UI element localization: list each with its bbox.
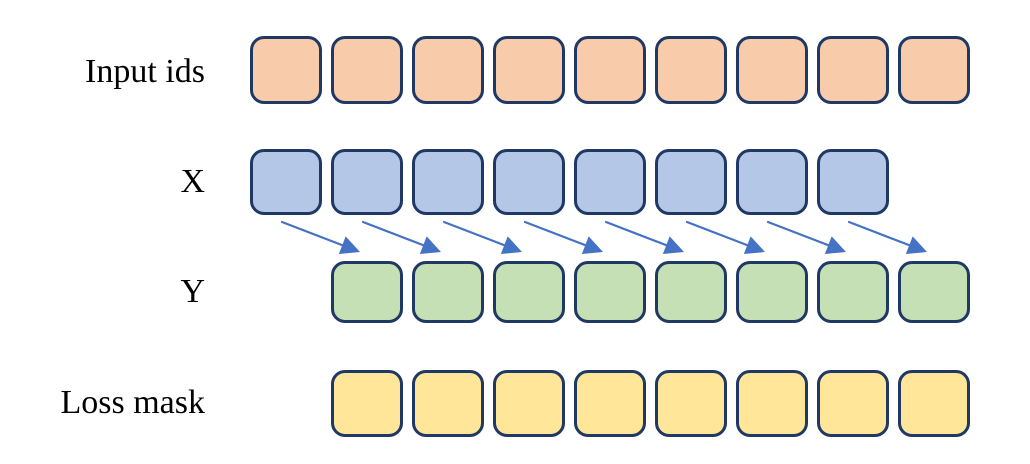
cell-y-2 [493,261,565,323]
cell-y-5 [736,261,808,323]
cell-loss-mask-3 [574,370,646,437]
shift-arrow-1 [361,220,441,255]
cell-x-5 [655,149,727,215]
cell-input-ids-4 [574,36,646,104]
cell-y-0 [331,261,403,323]
cell-loss-mask-1 [412,370,484,437]
cell-y-1 [412,261,484,323]
cell-loss-mask-0 [331,370,403,437]
cell-loss-mask-6 [817,370,889,437]
cell-x-0 [250,149,322,215]
shift-arrow-4 [604,220,684,255]
cell-input-ids-8 [898,36,970,104]
row-label-input-ids: Input ids [85,53,205,90]
cell-input-ids-3 [493,36,565,104]
row-label-x: X [180,163,205,200]
cell-x-4 [574,149,646,215]
cell-loss-mask-5 [736,370,808,437]
cell-y-4 [655,261,727,323]
shift-arrow-6 [766,220,846,255]
cell-loss-mask-7 [898,370,970,437]
cell-x-1 [331,149,403,215]
cell-input-ids-5 [655,36,727,104]
cell-x-7 [817,149,889,215]
cell-input-ids-1 [331,36,403,104]
cell-loss-mask-4 [655,370,727,437]
cell-input-ids-2 [412,36,484,104]
row-label-loss-mask: Loss mask [60,384,206,421]
cell-loss-mask-2 [493,370,565,437]
cell-x-2 [412,149,484,215]
cell-x-3 [493,149,565,215]
shift-arrow-0 [280,220,360,255]
shift-arrow-5 [685,220,765,255]
cell-input-ids-7 [817,36,889,104]
shift-arrow-3 [523,220,603,255]
cell-x-6 [736,149,808,215]
cell-y-3 [574,261,646,323]
cell-input-ids-6 [736,36,808,104]
shift-arrow-7 [847,220,927,255]
shift-arrow-2 [442,220,522,255]
cell-input-ids-0 [250,36,322,104]
row-label-y: Y [180,273,205,310]
cell-y-6 [817,261,889,323]
cell-y-7 [898,261,970,323]
